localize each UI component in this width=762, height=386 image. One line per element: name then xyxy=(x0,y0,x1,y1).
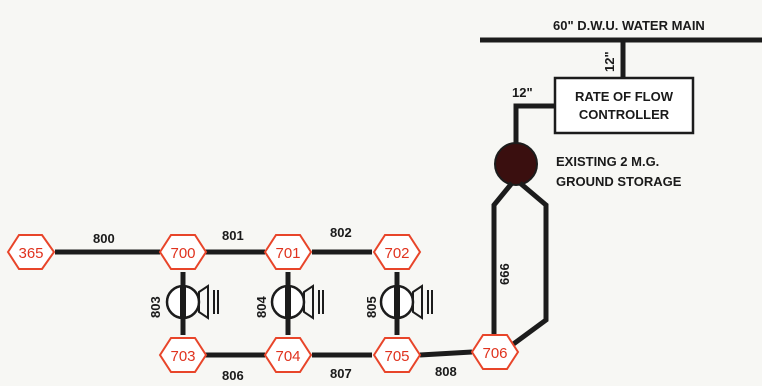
pipe-label-806: 806 xyxy=(222,368,244,383)
pipe-label-666: 666 xyxy=(497,263,512,285)
controller-pipe-label: 12" xyxy=(512,85,533,100)
node-label-701: 701 xyxy=(275,245,300,262)
node-702: 702 xyxy=(372,234,422,270)
flow-controller-line1: RATE OF FLOW xyxy=(575,89,674,104)
water-main-label: 60" D.W.U. WATER MAIN xyxy=(553,18,705,33)
flow-controller-box xyxy=(553,76,695,135)
pipe-label-808: 808 xyxy=(435,364,457,379)
node-704: 704 xyxy=(263,337,313,373)
flow-controller-line2: CONTROLLER xyxy=(579,107,670,122)
vertical-pipe-label: 12" xyxy=(602,51,617,72)
pipe-label-805: 805 xyxy=(364,296,379,318)
pump-805-icon xyxy=(379,284,433,320)
pipe-label-804: 804 xyxy=(254,296,269,318)
pump-803-icon xyxy=(165,284,219,320)
node-label-704: 704 xyxy=(275,348,300,365)
pipe-666-inlet xyxy=(491,181,514,350)
controller-to-storage-pipe xyxy=(513,103,555,145)
node-label-706: 706 xyxy=(482,345,507,362)
node-label-705: 705 xyxy=(384,348,409,365)
pump-804-icon xyxy=(270,284,324,320)
node-705: 705 xyxy=(372,337,422,373)
node-365: 365 xyxy=(6,234,56,270)
node-label-365: 365 xyxy=(18,245,43,262)
storage-tank-icon xyxy=(494,142,538,186)
node-701: 701 xyxy=(263,234,313,270)
node-700: 700 xyxy=(158,234,208,270)
storage-label-line2: GROUND STORAGE xyxy=(556,174,682,189)
node-703: 703 xyxy=(158,337,208,373)
node-label-702: 702 xyxy=(384,245,409,262)
node-label-703: 703 xyxy=(170,348,195,365)
node-706: 706 xyxy=(470,334,520,370)
pipe-label-801: 801 xyxy=(222,228,244,243)
pipe-666-return xyxy=(506,181,549,351)
node-label-700: 700 xyxy=(170,245,195,262)
pipe-label-807: 807 xyxy=(330,366,352,381)
pipe-808 xyxy=(419,349,473,358)
pipe-label-803: 803 xyxy=(148,296,163,318)
pipe-label-800: 800 xyxy=(93,231,115,246)
pipe-label-802: 802 xyxy=(330,225,352,240)
storage-label-line1: EXISTING 2 M.G. xyxy=(556,154,659,169)
